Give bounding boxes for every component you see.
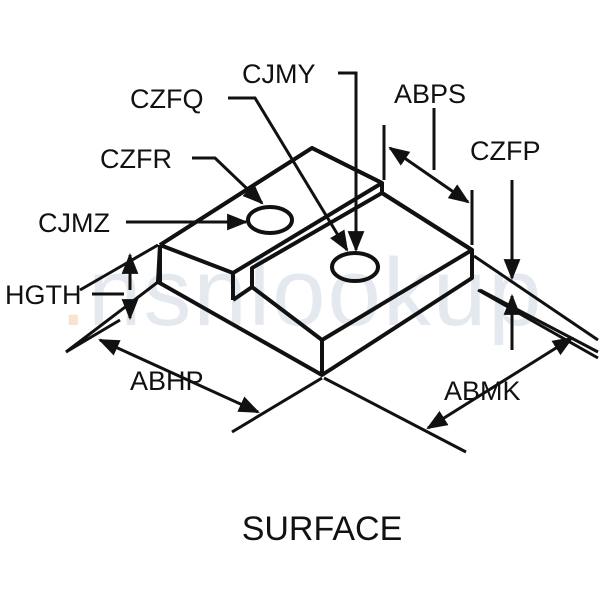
dimension-labels: CJMY CZFQ ABPS CZFR CZFP CJMZ HGTH ABHP … xyxy=(5,59,541,406)
hgth-extension-top xyxy=(79,243,159,292)
label-czfr: CZFR xyxy=(100,144,172,174)
part-body xyxy=(156,146,474,377)
step-edge xyxy=(231,285,254,302)
czfq-leader xyxy=(228,96,349,252)
abmk-dimension-line xyxy=(426,336,574,430)
czfp-extension xyxy=(473,254,599,342)
abmk-extension-right xyxy=(479,288,599,354)
diagram-caption: SURFACE xyxy=(242,510,403,548)
watermark: . nsnlookup xyxy=(60,239,544,346)
cjmy-leader xyxy=(338,71,365,253)
abhp-dimension-line xyxy=(98,338,260,414)
abps-dimension-line xyxy=(388,146,470,204)
abhp-extension-right xyxy=(231,376,323,434)
hole-lower xyxy=(330,251,380,283)
raised-step-top xyxy=(158,146,384,275)
label-abps: ABPS xyxy=(394,79,466,109)
hole-upper xyxy=(246,205,294,235)
label-cjmz: CJMZ xyxy=(38,208,110,238)
label-hgth: HGTH xyxy=(5,280,82,310)
abhp-extension-left xyxy=(65,318,121,354)
label-abmk: ABMK xyxy=(444,376,521,406)
label-abhp: ABHP xyxy=(130,366,204,396)
label-czfp: CZFP xyxy=(470,136,541,166)
watermark-text: nsnlookup xyxy=(88,239,544,346)
czfr-leader xyxy=(192,156,264,205)
lower-step-top xyxy=(250,191,474,342)
label-czfq: CZFQ xyxy=(130,84,204,114)
dimension-lines xyxy=(65,71,599,454)
czfp-extension-lower xyxy=(477,288,599,360)
label-cjmy: CJMY xyxy=(242,59,316,89)
abmk-extension-left xyxy=(323,376,467,454)
hgth-extension-bottom xyxy=(65,280,159,354)
watermark-dot: . xyxy=(60,239,87,346)
